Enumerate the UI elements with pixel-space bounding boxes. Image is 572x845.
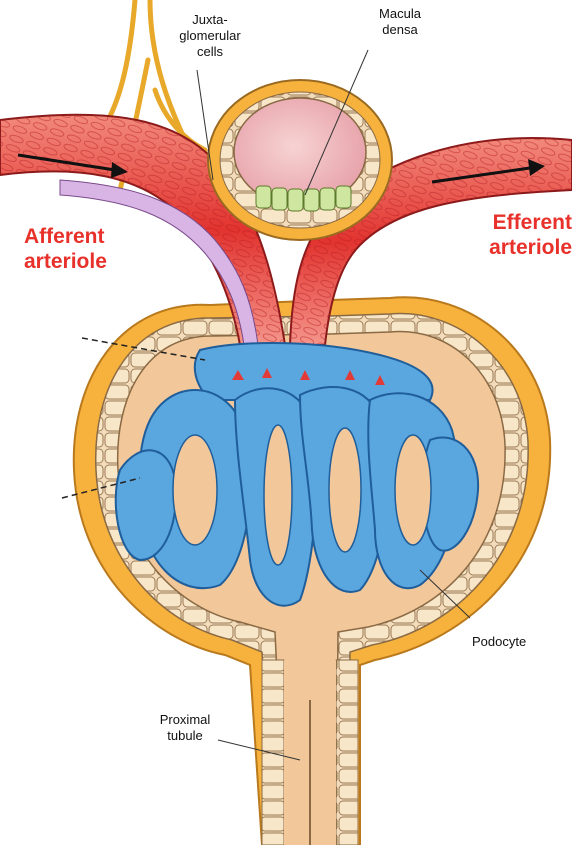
label-afferent-arteriole: Afferent arteriole — [24, 224, 164, 274]
label-juxtaglomerular-cells: Juxta- glomerular cells — [150, 12, 270, 60]
distal-tubule — [208, 80, 392, 240]
label-macula-densa: Macula densa — [350, 6, 450, 38]
proximal-tubule — [262, 660, 358, 845]
label-proximal-tubule: Proximal tubule — [130, 712, 240, 744]
label-podocyte: Podocyte — [472, 634, 572, 650]
label-efferent-arteriole: Efferent arteriole — [452, 210, 572, 260]
